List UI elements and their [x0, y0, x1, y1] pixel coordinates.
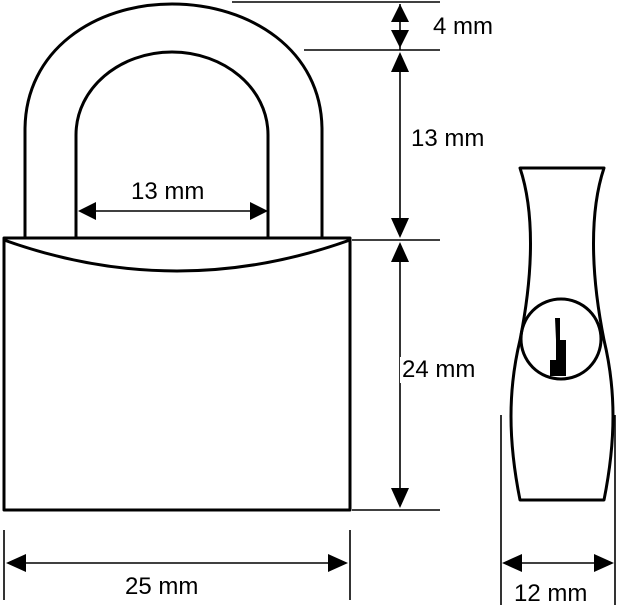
- keyhole-icon: [519, 297, 603, 381]
- label-body-depth: 12 mm: [512, 580, 590, 607]
- body-width-arrow-left: [6, 554, 26, 572]
- label-body-height: 24 mm: [400, 356, 478, 383]
- depth-arrow-left: [502, 554, 522, 572]
- inner-width-arrow-left: [78, 202, 96, 220]
- key-slot-icon: [550, 318, 566, 376]
- shackle-height-arrow-bottom: [391, 218, 409, 238]
- shackle-inner: [74, 50, 270, 238]
- inner-width-arrow-right: [250, 202, 268, 220]
- body-width-arrow-right: [328, 554, 348, 572]
- depth-arrow-right: [594, 554, 614, 572]
- lock-body: [2, 236, 352, 512]
- label-body-width: 25 mm: [123, 573, 201, 600]
- clearance-arrow-top: [391, 4, 409, 22]
- label-shackle-height: 13 mm: [409, 125, 487, 152]
- lock-body-top-curve: [3, 238, 351, 273]
- shackle-height-arrow-top: [391, 52, 409, 72]
- label-shackle-inner-width: 13 mm: [129, 178, 207, 205]
- label-shackle-clearance: 4 mm: [431, 13, 495, 40]
- clearance-arrow-bottom: [391, 30, 409, 48]
- side-view-outline: [509, 166, 615, 502]
- body-height-arrow-top: [391, 242, 409, 262]
- body-height-arrow-bottom: [391, 488, 409, 508]
- shackle-outer: [23, 2, 324, 238]
